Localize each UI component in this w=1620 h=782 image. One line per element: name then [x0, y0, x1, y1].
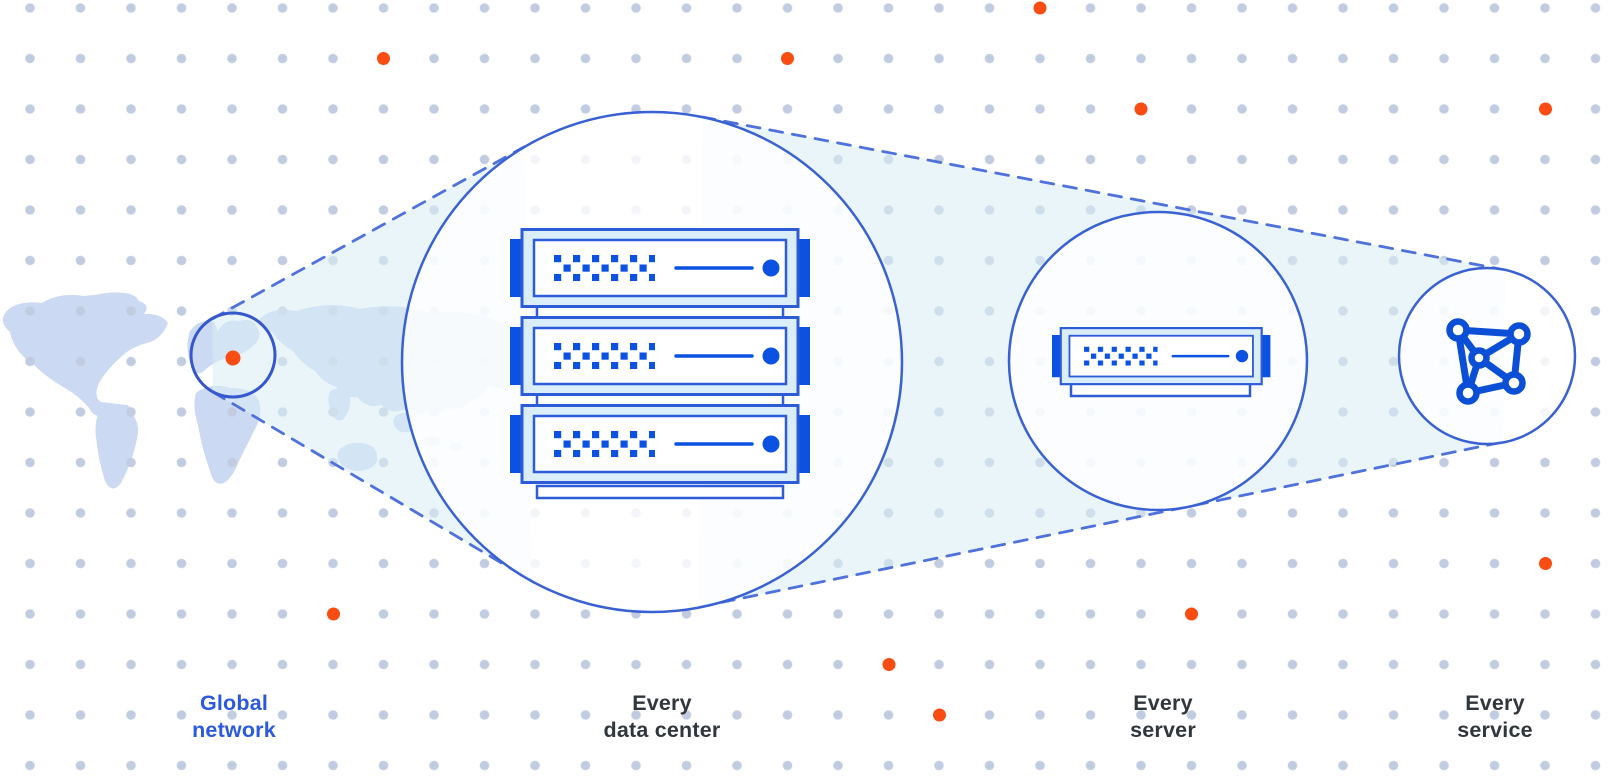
region-circle: [189, 311, 277, 399]
dash-right-bottom: [697, 440, 1505, 609]
network-mesh-icon: [1446, 318, 1531, 405]
accent-dot: [1134, 102, 1148, 116]
mesh-node: [1456, 381, 1480, 405]
map-marker-dot: [225, 350, 241, 366]
server-rack-icon: [508, 227, 812, 500]
label-line: Every: [632, 691, 692, 715]
label-every-server: Every server: [1130, 690, 1196, 744]
dash-right-top: [700, 115, 1507, 272]
accent-dot: [1185, 607, 1198, 621]
label-global-network: Global network: [192, 690, 276, 744]
rack-base: [535, 484, 785, 500]
accent-dot: [781, 52, 794, 65]
label-line: server: [1130, 718, 1196, 742]
label-every-data-center: Every data center: [604, 690, 721, 744]
label-line: data center: [603, 718, 721, 742]
rack-unit-3: [508, 403, 812, 485]
accent-dot: [377, 52, 390, 65]
accent-dot: [327, 607, 340, 621]
accent-dot: [1539, 102, 1552, 116]
mesh-node: [1507, 322, 1531, 346]
rack-unit-1: [508, 227, 812, 309]
rack-unit-2: [508, 315, 812, 397]
accent-dot: [882, 658, 896, 671]
accent-dot: [1539, 557, 1552, 570]
label-line: Every: [1133, 691, 1193, 715]
accent-dot: [1033, 1, 1047, 15]
zoom-guide-dashes: [210, 115, 1507, 609]
label-line: Every: [1465, 691, 1525, 715]
label-line: network: [192, 718, 276, 742]
dash-left-bottom: [211, 390, 534, 583]
label-line: service: [1457, 718, 1533, 742]
dash-left-top: [210, 145, 526, 321]
accent-dots: [327, 1, 1552, 722]
label-every-service: Every service: [1457, 690, 1533, 744]
mesh-center-node: [1468, 347, 1490, 369]
accent-dot: [933, 708, 946, 722]
label-line: Global: [199, 691, 269, 715]
mesh-node: [1446, 318, 1470, 342]
server-icon: [1050, 326, 1272, 398]
mesh-node: [1502, 371, 1526, 395]
map-marker: [225, 350, 241, 366]
